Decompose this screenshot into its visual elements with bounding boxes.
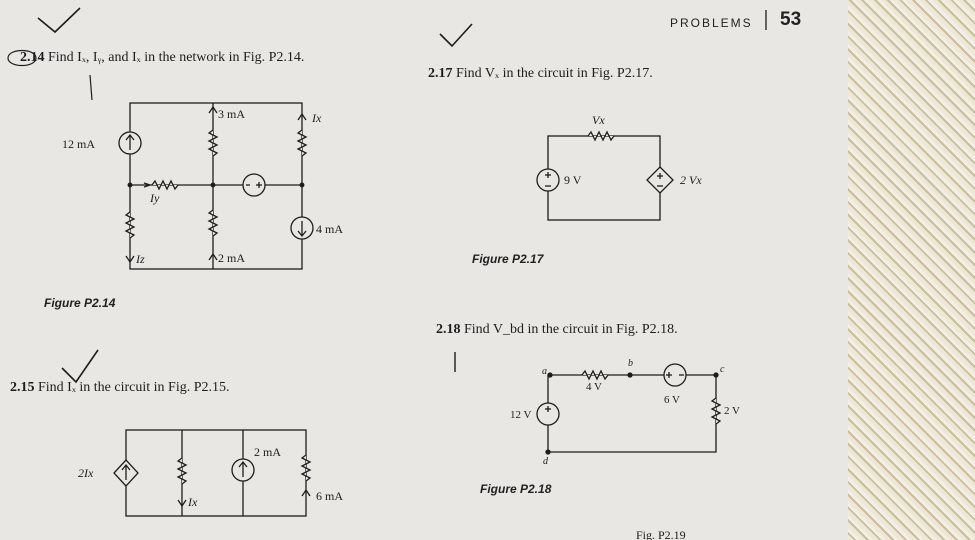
label-2v: 2 V [724, 405, 740, 417]
resistor-left-bottom [124, 211, 136, 239]
label-12ma: 12 mA [62, 137, 95, 151]
outer-loop-2-15 [125, 429, 307, 517]
label-iz: Iz [135, 252, 145, 266]
label-ix: Ix [311, 111, 322, 125]
label-ix-2-15: Ix [187, 495, 198, 509]
figure-p2-18-caption: Figure P2.18 [480, 482, 552, 496]
arrow-ix-2-15 [177, 499, 187, 508]
figure-p2-14 [118, 102, 314, 270]
arrow-ix [297, 112, 307, 121]
label-2vx: 2 Vx [680, 173, 702, 187]
footer-fragment: Fig. P2.19 [636, 528, 686, 540]
resistor-2v [710, 397, 722, 425]
outer-loop-2-18 [547, 374, 717, 453]
label-node-b: b [628, 358, 633, 369]
check-mark-2-17 [439, 23, 473, 48]
voltage-source-9v [536, 168, 560, 192]
page-edge-texture [848, 0, 975, 540]
resistor-4v [581, 369, 609, 381]
problem-2-17-text: 2.17 Find Vₓ in the circuit in Fig. P2.1… [428, 66, 653, 81]
label-3ma: 3 mA [218, 107, 245, 121]
label-node-a: a [542, 366, 547, 377]
label-node-d: d [543, 456, 549, 467]
label-6ma: 6 mA [316, 489, 343, 503]
pen-stroke [89, 74, 93, 101]
arrow-iz [125, 255, 135, 264]
resistor-vx [587, 130, 615, 142]
outer-loop [129, 102, 303, 270]
label-2ma: 2 mA [218, 251, 245, 265]
problem-2-15-text: 2.15 Find Iₓ in the circuit in Fig. P2.1… [10, 380, 230, 395]
arrow-iy [143, 182, 153, 188]
label-vx: Vx [592, 113, 605, 127]
resistor-2-15-a [176, 457, 188, 485]
label-4ma: 4 mA [316, 222, 343, 236]
arrow-3ma [208, 105, 218, 114]
label-2ma-2-15: 2 mA [254, 445, 281, 459]
resistor-horizontal [151, 179, 179, 191]
resistor-right-top [296, 129, 308, 157]
figure-p2-17-caption: Figure P2.17 [472, 252, 544, 266]
label-node-c: c [720, 364, 725, 375]
label-4v: 4 V [586, 381, 602, 393]
voltage-source-6v [663, 363, 687, 387]
label-2ix: 2Ix [78, 466, 94, 480]
label-12v: 12 V [510, 409, 532, 421]
label-6v: 6 V [664, 394, 680, 406]
resistor-2-15-b [300, 454, 312, 482]
label-iy: Iy [149, 191, 160, 205]
circled-number [7, 49, 37, 67]
voltage-source [242, 173, 266, 197]
arrow-6ma [301, 488, 311, 497]
resistor-center-bottom [207, 209, 219, 237]
figure-p2-15 [113, 429, 312, 517]
figure-p2-18 [454, 352, 722, 455]
check-mark-2-15 [61, 349, 99, 384]
section-header: PROBLEMS [670, 16, 753, 30]
problem-2-18-text: 2.18 Find V_bd in the circuit in Fig. P2… [436, 322, 678, 337]
label-9v: 9 V [564, 173, 582, 187]
check-mark-2-14 [37, 7, 81, 34]
figure-p2-14-caption: Figure P2.14 [44, 296, 116, 310]
problem-2-14-text: 2.14 Find Iₓ, Iᵧ, and Iₓ in the network … [20, 50, 305, 65]
resistor-center-top [207, 129, 219, 157]
figure-p2-17 [536, 130, 674, 221]
voltage-source-12v [536, 402, 560, 426]
dependent-voltage-source [646, 166, 674, 194]
arrow-2ma [208, 252, 218, 261]
page-number: 53 [780, 9, 802, 30]
